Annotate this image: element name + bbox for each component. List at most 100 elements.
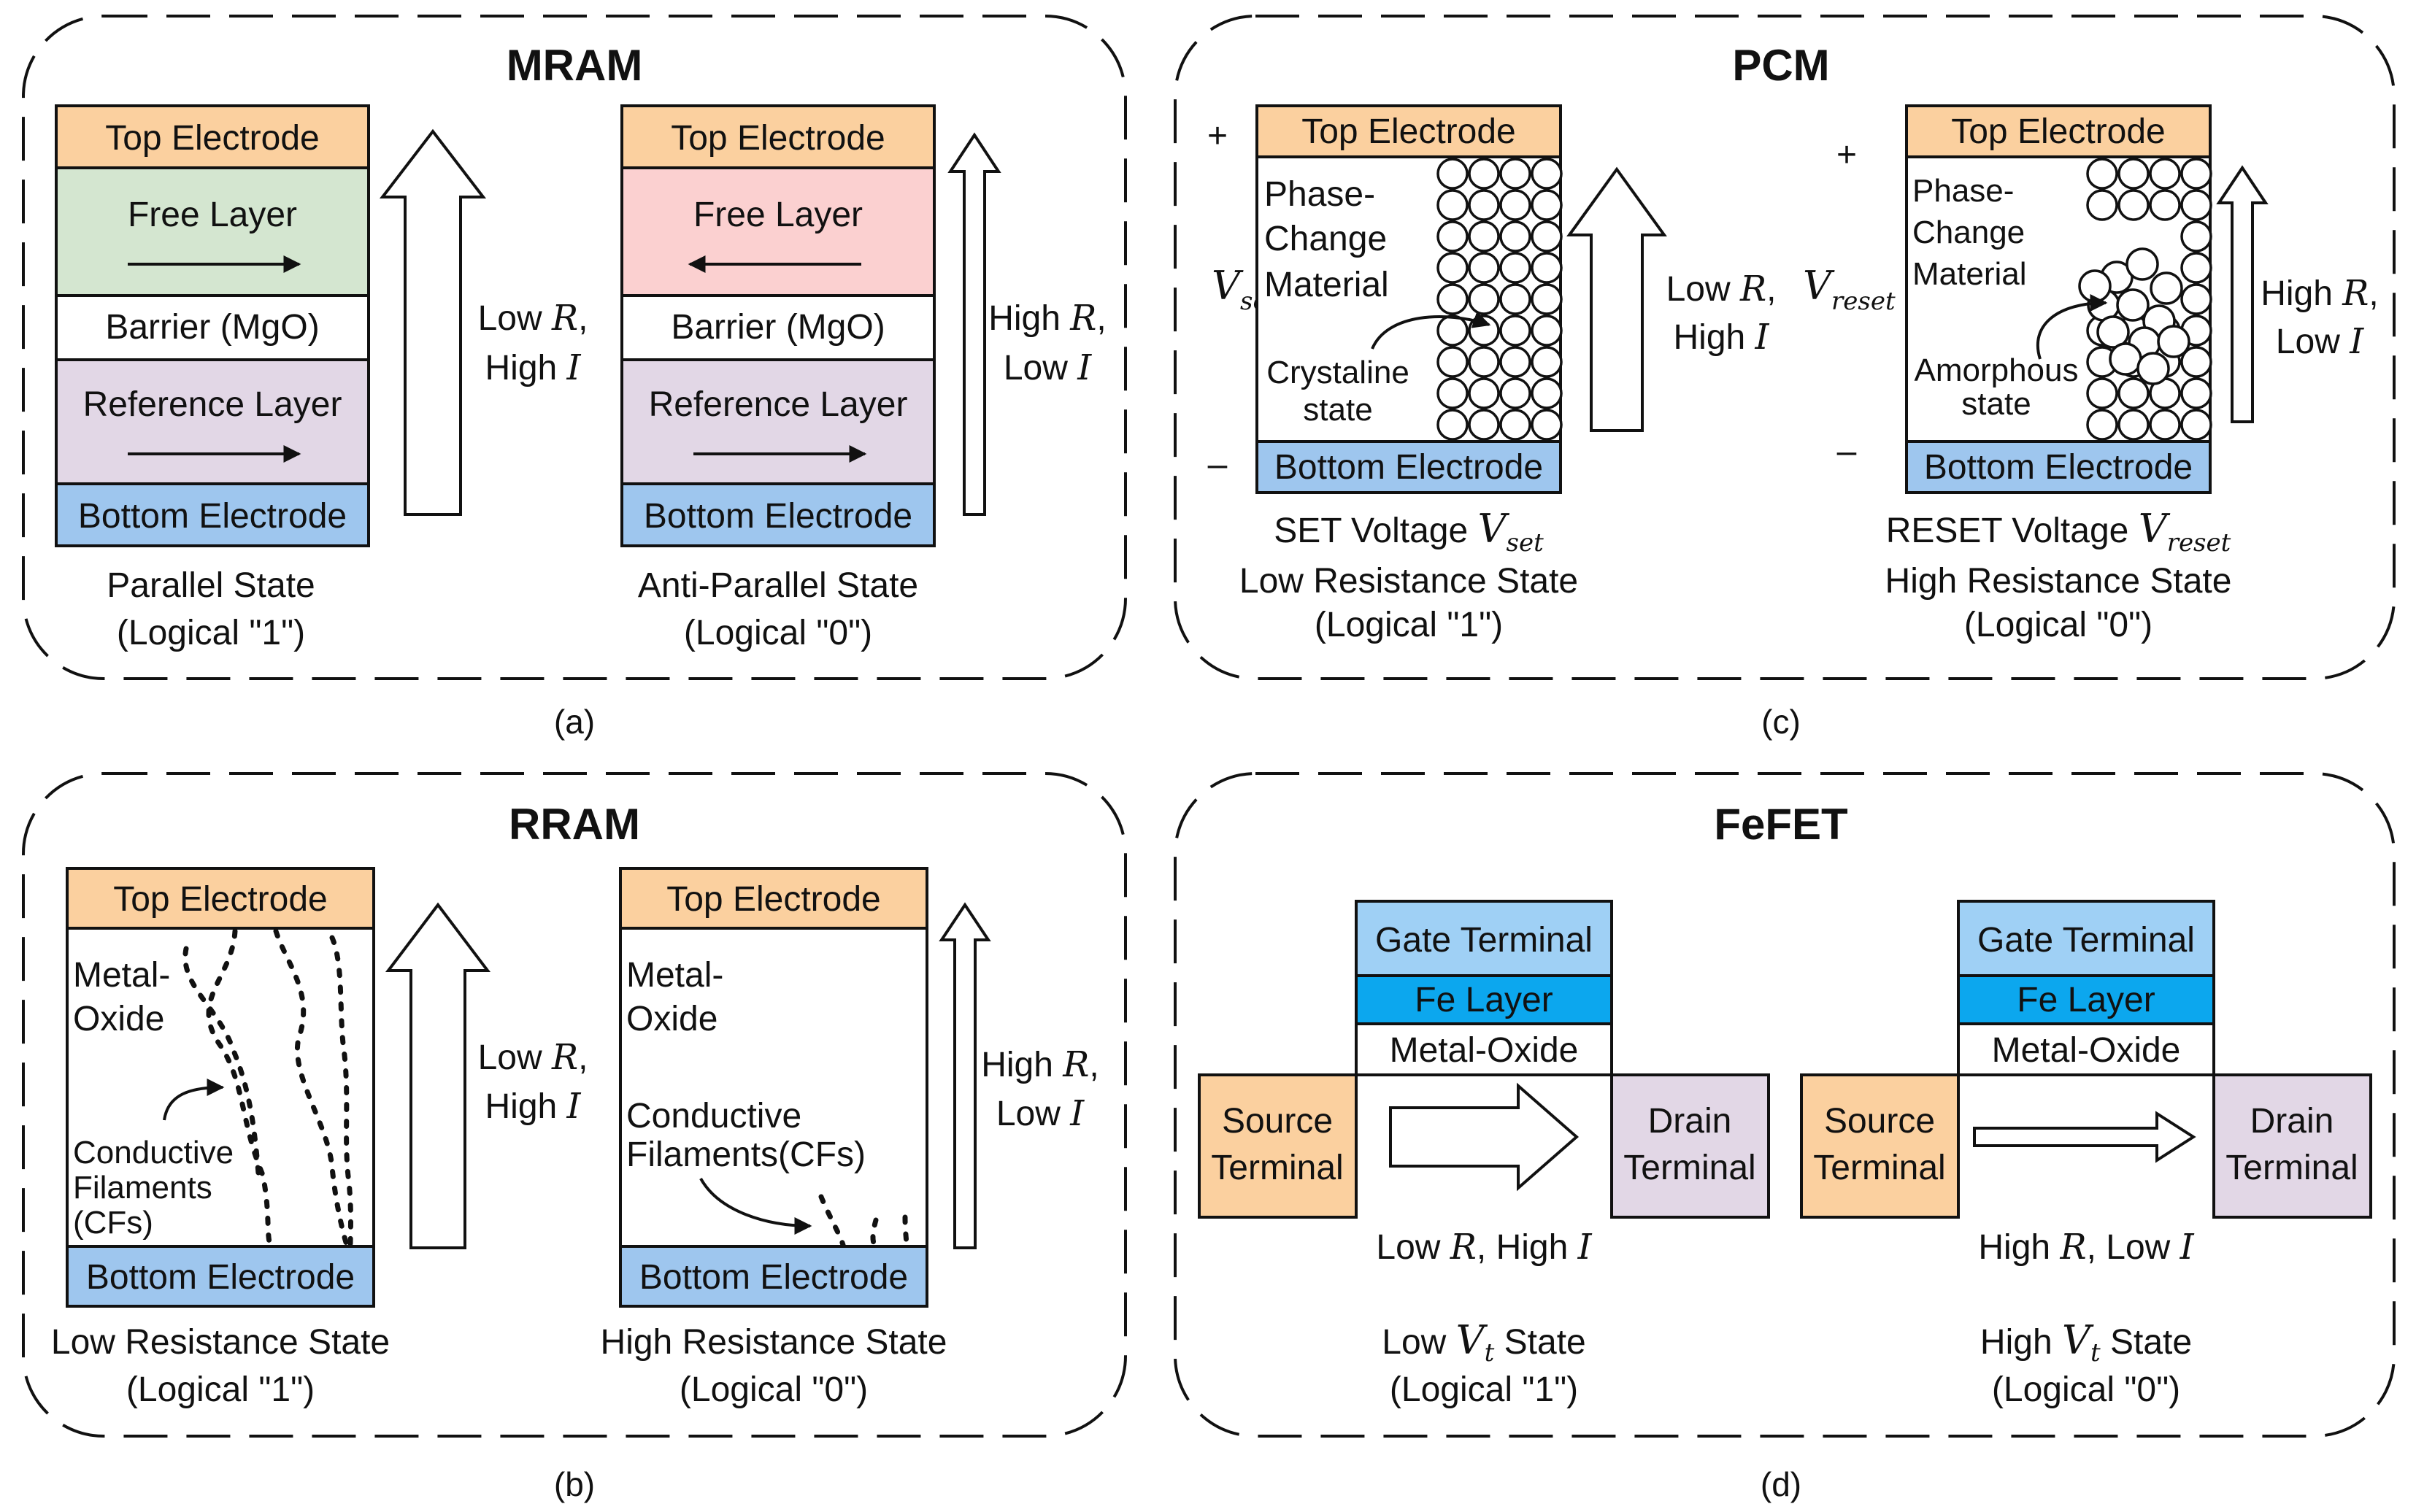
crystal-atom — [1468, 283, 1500, 315]
pcm-reset-material-1: Phase- — [1912, 173, 2014, 209]
crystal-atom — [1499, 377, 1531, 409]
pcm-set-plus: + — [1207, 117, 1228, 155]
crystal-atom — [1531, 409, 1563, 441]
fefet-high-drain-2: Terminal — [2225, 1149, 2358, 1187]
pcm-reset-bottom-electrode-label: Bottom Electrode — [1924, 448, 2193, 487]
mram-antiparallel-stack: Top Electrode Free Layer Barrier (MgO) R… — [620, 104, 936, 547]
fefet-high-gate — [1957, 900, 2215, 977]
rram-title: RRAM — [509, 800, 640, 849]
mram-ap-arrow-label-2: Low I — [1004, 347, 1092, 388]
pcm-reset-top-electrode — [1905, 104, 2212, 158]
amorphous-atom — [2180, 252, 2212, 284]
crystal-atom — [1531, 252, 1563, 284]
amorphous-atom — [2086, 377, 2118, 409]
fefet-low-logic: (Logical "1") — [1390, 1370, 1578, 1409]
pcm-set-state-2: state — [1303, 392, 1372, 428]
fefet-low-state: Low Vt State — [1382, 1317, 1585, 1368]
pcm-set-bottom-electrode — [1255, 440, 1562, 494]
pcm-amorphous-lattice — [2078, 158, 2212, 441]
fefet-high-drain — [2212, 1073, 2372, 1219]
rram-panel: RRAM Top Electrode Bottom Electrode Meta… — [51, 800, 1099, 1409]
crystal-atom — [1468, 189, 1500, 221]
amorphous-atom — [2157, 325, 2190, 358]
amorphous-atom — [2086, 158, 2118, 190]
mram-p-wide-up-arrow — [379, 128, 487, 516]
mram-ap-top-electrode — [620, 104, 936, 169]
rram-low-cf-3: (CFs) — [73, 1205, 153, 1241]
crystal-atom — [1468, 346, 1500, 378]
crystal-atom — [1436, 220, 1469, 252]
crystal-atom — [1436, 283, 1469, 315]
amorphous-atom — [2180, 158, 2212, 190]
mram-p-free-layer — [55, 166, 370, 297]
crystal-atom — [1436, 377, 1469, 409]
crystal-atom — [1436, 409, 1469, 441]
amorphous-atom — [2096, 315, 2130, 349]
pcm-reset-bottom-electrode — [1905, 440, 2212, 494]
fefet-panel-frame — [1174, 772, 2396, 1438]
fefet-panel: FeFET Gate Terminal Fe Layer Metal-Oxide… — [1198, 800, 2372, 1409]
amorphous-atom — [2180, 220, 2212, 252]
pcm-panel: PCM + – Vset Top Electrode Bottom Electr… — [1207, 41, 2379, 644]
pcm-set-resistance: Low Resistance State — [1239, 562, 1578, 601]
rram-low-logic: (Logical "1") — [126, 1370, 315, 1409]
pcm-reset-material-2: Change — [1912, 215, 2025, 250]
fefet-high-drain-1: Drain — [2250, 1102, 2334, 1141]
pcm-set-material-3: Material — [1264, 266, 1389, 304]
mram-ap-bottom-electrode-label: Bottom Electrode — [644, 497, 912, 536]
crystal-atom — [1531, 283, 1563, 315]
crystal-atom — [1436, 346, 1469, 378]
mram-ap-free-layer — [620, 166, 936, 297]
fefet-high-fe-layer — [1957, 974, 2215, 1025]
rram-high-cf-1: Conductive — [626, 1097, 801, 1135]
mram-p-state: Parallel State — [107, 566, 315, 605]
amorphous-atom — [2117, 189, 2150, 221]
amorphous-atom — [2149, 189, 2181, 221]
caption-b: (b) — [554, 1465, 595, 1503]
rram-low-top-electrode-label: Top Electrode — [113, 880, 328, 919]
amorphous-atom — [2180, 346, 2212, 378]
amorphous-atom — [2117, 158, 2150, 190]
rram-low-cf-2: Filaments — [73, 1170, 212, 1206]
rram-low-top-electrode — [66, 867, 375, 930]
rram-low-filament-2 — [273, 928, 350, 1248]
rram-low-cf-1: Conductive — [73, 1135, 234, 1170]
pcm-reset-logic: (Logical "0") — [1964, 606, 2153, 644]
pcm-set-top-electrode-label: Top Electrode — [1301, 112, 1516, 151]
rram-low-wide-up-arrow — [385, 902, 491, 1249]
rram-low-state: Low Resistance State — [51, 1323, 390, 1362]
pcm-set-voltage: SET Voltage Vset — [1274, 506, 1544, 558]
pcm-title: PCM — [1732, 41, 1829, 90]
crystal-atom — [1468, 220, 1500, 252]
crystal-atom — [1499, 346, 1531, 378]
pcm-set-bottom-electrode-label: Bottom Electrode — [1274, 448, 1543, 487]
pcm-reset-minus: – — [1837, 432, 1857, 471]
amorphous-atom — [2109, 342, 2142, 376]
rram-high-thin-up-arrow — [939, 902, 991, 1249]
fefet-high-gate-label: Gate Terminal — [1977, 921, 2195, 960]
crystal-atom — [1468, 252, 1500, 284]
amorphous-atom — [2149, 158, 2181, 190]
crystal-atom — [1531, 220, 1563, 252]
pcm-set-top-electrode — [1255, 104, 1562, 158]
rram-high-filament-1 — [818, 1194, 846, 1248]
pcm-set-logic: (Logical "1") — [1315, 606, 1503, 644]
fefet-low-fe-label: Fe Layer — [1415, 981, 1553, 1019]
pcm-reset-top-electrode-label: Top Electrode — [1951, 112, 2166, 151]
rram-high-bottom-electrode-label: Bottom Electrode — [639, 1258, 908, 1297]
mram-panel-frame — [22, 15, 1127, 680]
rram-panel-frame — [22, 772, 1127, 1438]
fefet-low-wide-right-arrow — [1389, 1082, 1580, 1192]
fefet-low-source — [1198, 1073, 1358, 1219]
mram-ap-logic: (Logical "0") — [684, 614, 872, 652]
pcm-set-material-2: Change — [1264, 220, 1387, 258]
mram-parallel-stack: Top Electrode Free Layer Barrier (MgO) R… — [55, 104, 370, 547]
crystal-atom — [1468, 158, 1500, 190]
pcm-set-minus: – — [1208, 445, 1228, 484]
crystal-atom — [1436, 189, 1469, 221]
fefet-low-drain-1: Drain — [1648, 1102, 1732, 1141]
crystal-atom — [1499, 158, 1531, 190]
crystal-atom — [1531, 377, 1563, 409]
rram-high-arrow-label-1: High R, — [981, 1044, 1099, 1085]
